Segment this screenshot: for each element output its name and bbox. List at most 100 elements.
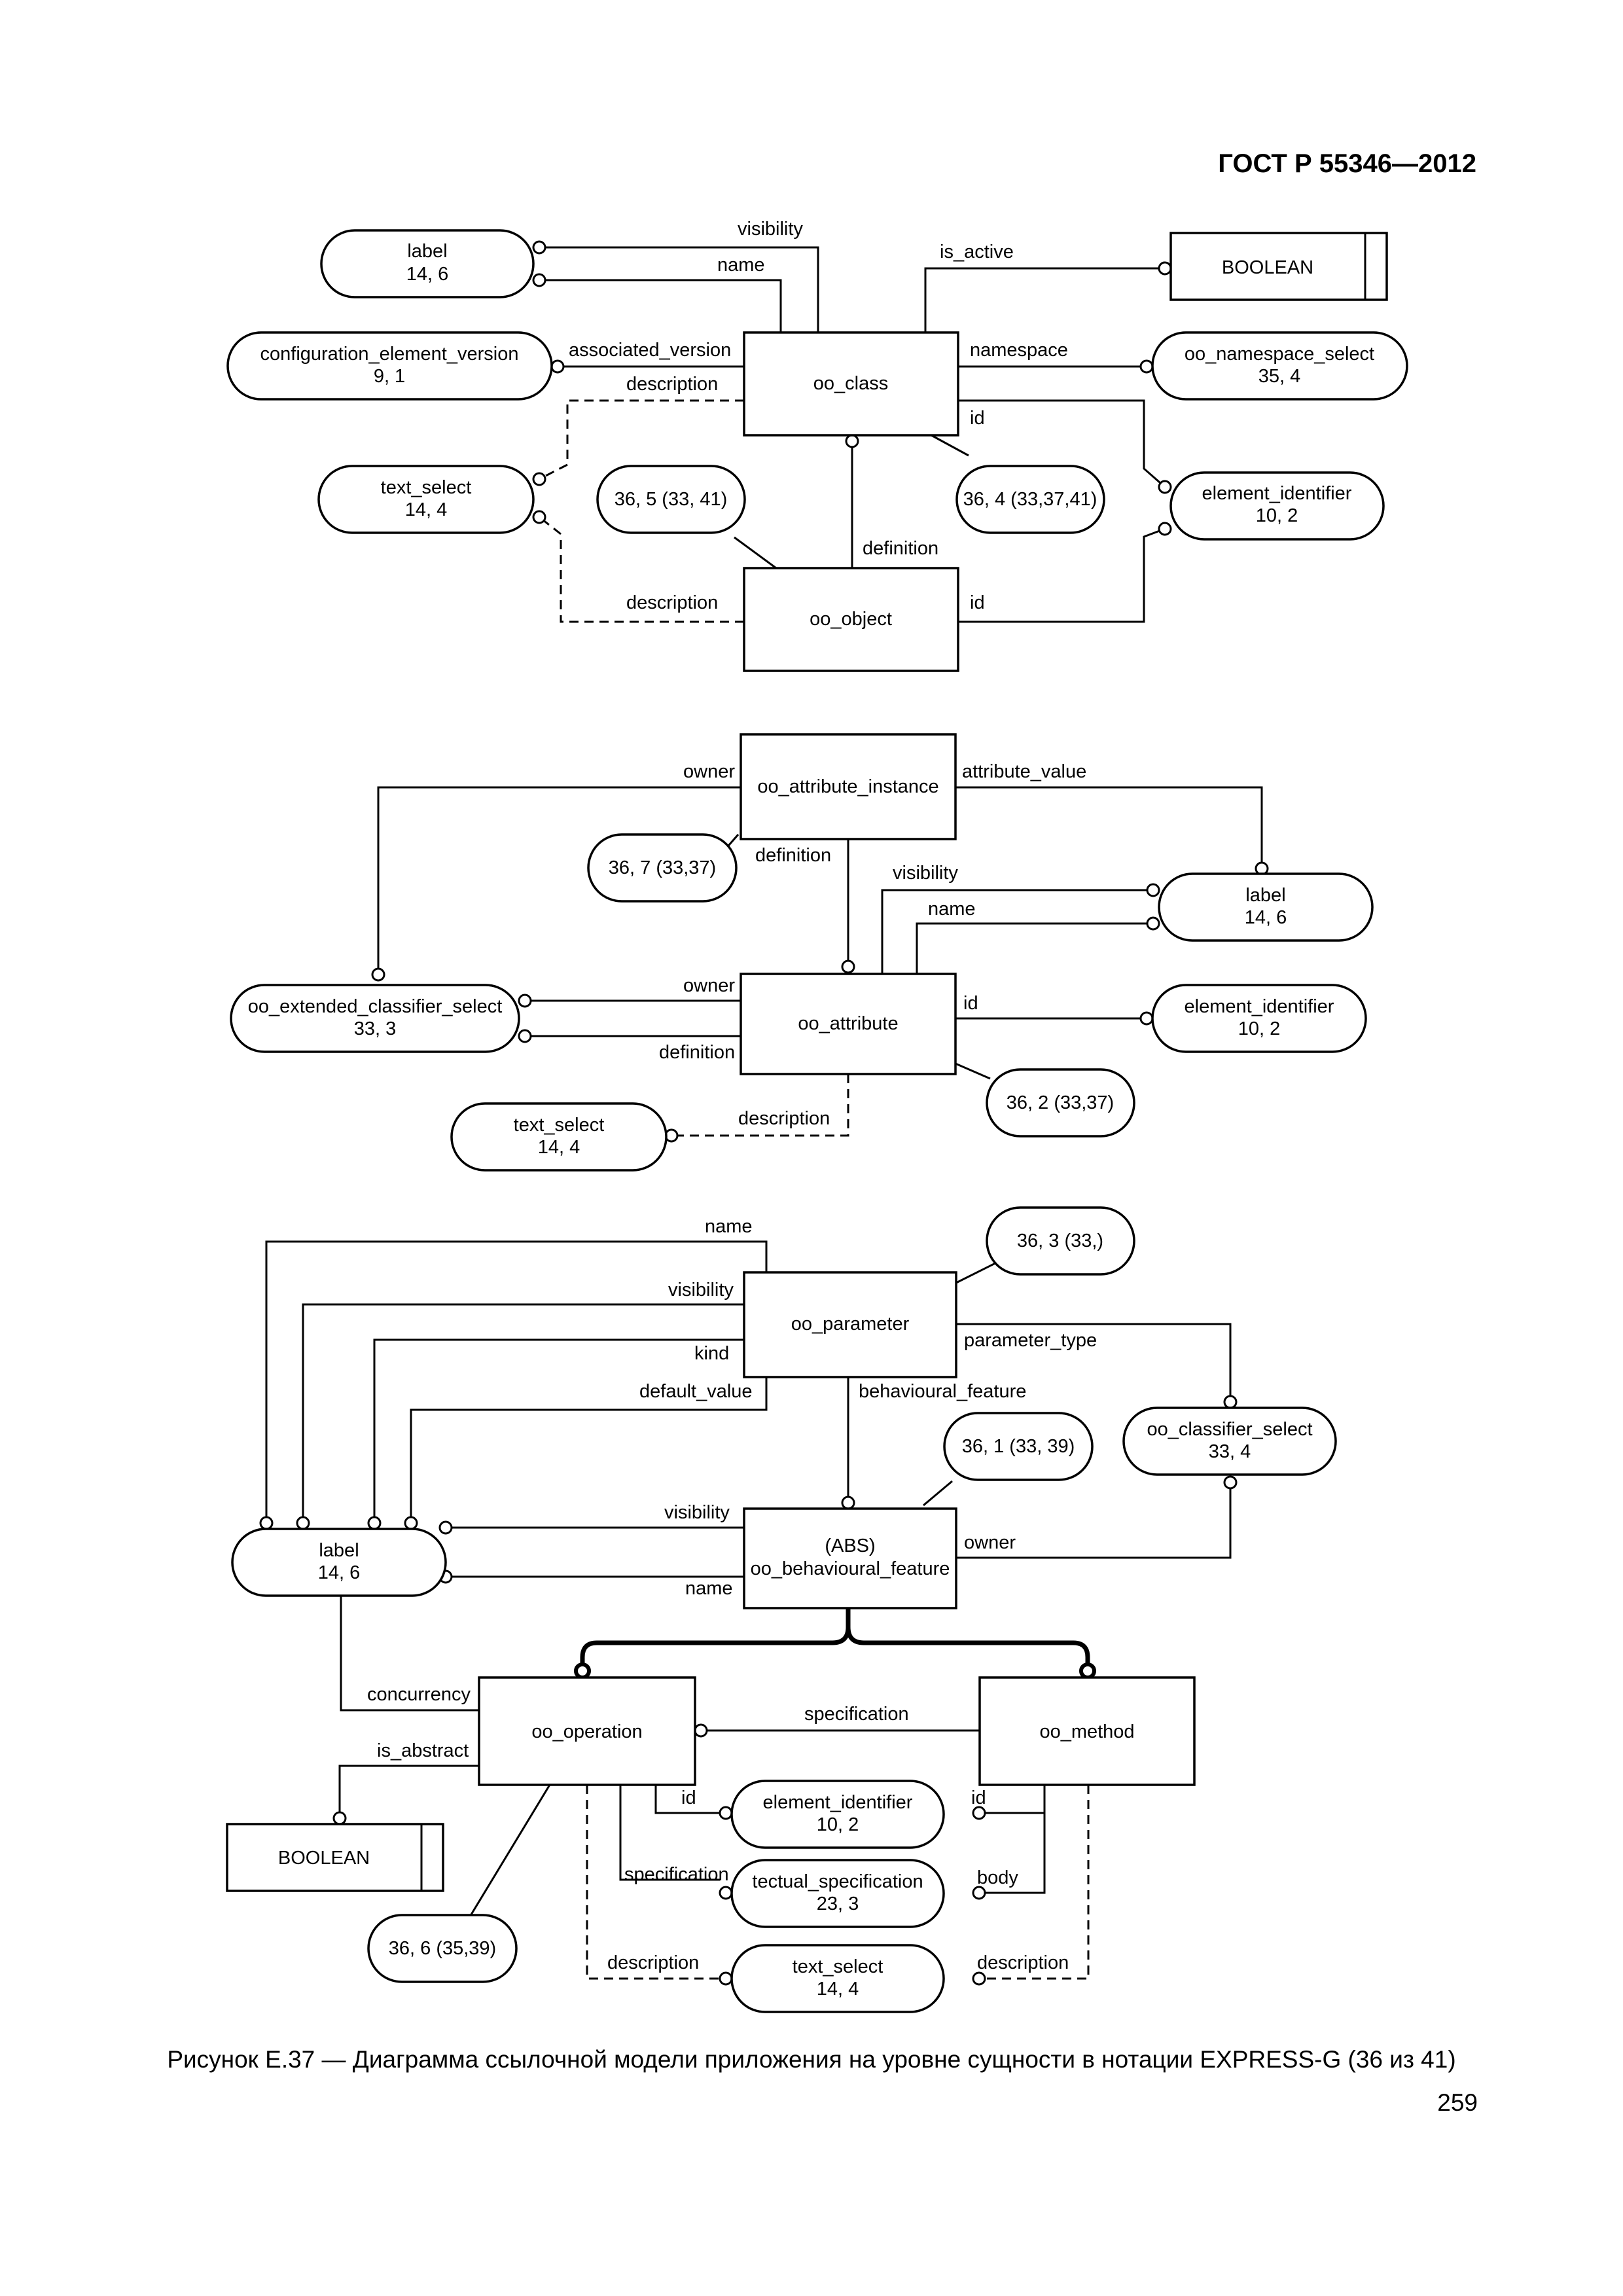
rel-visibility-2: visibility: [664, 1502, 730, 1523]
rel-description-1: description: [626, 374, 718, 395]
rel-name: name: [928, 899, 976, 920]
figure-caption: Рисунок Е.37 — Диаграмма ссылочной модел…: [167, 2046, 1456, 2073]
page-ref-36-1: [943, 1412, 1094, 1481]
page-ref-36-4: [955, 465, 1105, 534]
ext-classifier-ref: 33, 3: [354, 1018, 397, 1039]
text-select-node-2: [450, 1102, 668, 1172]
oo-class-entity: [743, 331, 959, 437]
element-identifier-node: [1169, 471, 1385, 541]
cev-name: configuration_element_version: [260, 344, 519, 365]
rel-kind: kind: [694, 1343, 729, 1364]
label-select-3-name: label: [319, 1540, 359, 1561]
element-identifier-node-3: [730, 1780, 945, 1849]
oo-attribute-entity: [740, 973, 957, 1075]
rel-name: name: [717, 255, 765, 276]
rel-description-2: description: [626, 592, 718, 613]
document-header: ГОСТ Р 55346—2012: [1218, 149, 1476, 178]
rel-owner-2: owner: [683, 975, 735, 996]
page-ref-36-3-text: 36, 3 (33,): [1017, 1230, 1103, 1251]
label-select-2-ref: 14, 6: [1245, 907, 1287, 928]
label-select-node: [320, 229, 535, 298]
section-2: oo_attribute_instance 36, 7 (33,37) labe…: [230, 733, 1374, 1172]
rel-owner: owner: [964, 1532, 1016, 1553]
behavioural-feature-entity: [743, 1507, 957, 1609]
page-ref-36-7: [587, 833, 738, 903]
rel-definition-1: definition: [755, 845, 831, 866]
text-select-3-name: text_select: [793, 1956, 883, 1977]
rel-id: id: [963, 993, 978, 1014]
configuration-element-version-node: [226, 331, 553, 401]
rel-id-method: id: [971, 1787, 986, 1808]
tectual-specification-node: [730, 1859, 945, 1928]
rel-description-operation: description: [607, 1952, 699, 1973]
rel-visibility: visibility: [893, 863, 958, 884]
rel-is-abstract: is_abstract: [377, 1740, 469, 1761]
oo-method-entity: [978, 1676, 1196, 1786]
text-select-name: text_select: [381, 477, 472, 498]
rel-associated-version: associated_version: [569, 340, 731, 361]
oo-object-entity: [743, 567, 959, 672]
elem-id-2-ref: 10, 2: [1238, 1018, 1281, 1039]
text-select-3-ref: 14, 4: [817, 1979, 859, 2000]
page-ref-36-5: [596, 465, 746, 534]
cev-ref: 9, 1: [374, 366, 405, 387]
label-select-node-3: [231, 1528, 447, 1597]
oo-method-name: oo_method: [1039, 1721, 1134, 1742]
ns-select-ref: 35, 4: [1258, 366, 1301, 387]
rel-default-value: default_value: [639, 1381, 753, 1402]
rel-behavioural-feature: behavioural_feature: [859, 1381, 1026, 1402]
text-select-node: [317, 465, 535, 534]
rel-definition-2: definition: [659, 1042, 735, 1063]
oo-object-name: oo_object: [810, 609, 892, 630]
elem-id-3-name: element_identifier: [763, 1792, 913, 1813]
page-ref-36-2: [986, 1068, 1135, 1138]
oo-attribute-name: oo_attribute: [798, 1013, 898, 1034]
section-3: 36, 3 (33,) oo_parameter oo_classifier_s…: [226, 1206, 1337, 2013]
rel-specification-2: specification: [624, 1864, 729, 1885]
beh-feature-name: oo_behavioural_feature: [751, 1558, 950, 1579]
text-select-2-ref: 14, 4: [538, 1137, 580, 1158]
ns-select-name: oo_namespace_select: [1185, 344, 1374, 365]
page-number: 259: [1437, 2089, 1478, 2116]
text-select-node-3: [730, 1944, 945, 2013]
oo-operation-name: oo_operation: [531, 1721, 642, 1742]
rel-id-operation: id: [681, 1787, 696, 1808]
oo-attribute-instance-entity: [740, 733, 957, 840]
page-ref-36-2-text: 36, 2 (33,37): [1007, 1092, 1114, 1113]
rel-specification-1: specification: [804, 1704, 909, 1725]
classifier-select-node: [1122, 1407, 1337, 1476]
rel-definition: definition: [863, 538, 938, 559]
rel-visibility: visibility: [738, 219, 803, 240]
text-select-ref: 14, 4: [405, 499, 448, 520]
tect-spec-ref: 23, 3: [817, 1893, 859, 1914]
rel-attribute-value: attribute_value: [962, 761, 1086, 782]
rel-description-method: description: [977, 1952, 1069, 1973]
oo-parameter-entity: [743, 1271, 957, 1378]
label-select-2-name: label: [1245, 885, 1285, 906]
page-ref-36-6-text: 36, 6 (35,39): [389, 1938, 496, 1959]
elem-id-name: element_identifier: [1202, 483, 1352, 504]
beh-feature-abs: (ABS): [825, 1535, 875, 1556]
rel-id-2: id: [970, 592, 985, 613]
namespace-select-node: [1151, 331, 1408, 401]
page-ref-36-7-text: 36, 7 (33,37): [609, 857, 716, 878]
rel-id-1: id: [970, 408, 985, 429]
rel-concurrency: concurrency: [367, 1684, 471, 1705]
rel-name-1: name: [705, 1216, 753, 1237]
boolean-type-node: [1169, 232, 1388, 301]
classifier-select-name: oo_classifier_select: [1147, 1419, 1312, 1440]
oo-class-name: oo_class: [813, 373, 888, 394]
elem-id-2-name: element_identifier: [1185, 996, 1334, 1017]
oo-parameter-name: oo_parameter: [791, 1314, 910, 1335]
page-ref-36-3: [986, 1206, 1135, 1276]
rel-body: body: [977, 1867, 1018, 1888]
attr-instance-name: oo_attribute_instance: [757, 776, 938, 797]
section-1: label 14, 6 BOOLEAN configuration_elemen…: [226, 219, 1408, 672]
classifier-select-ref: 33, 4: [1209, 1441, 1251, 1462]
rel-name-2: name: [685, 1578, 733, 1599]
rel-is-active: is_active: [940, 242, 1014, 262]
text-select-2-name: text_select: [514, 1115, 605, 1136]
label-select-3-ref: 14, 6: [318, 1562, 361, 1583]
rel-visibility-1: visibility: [668, 1280, 734, 1300]
